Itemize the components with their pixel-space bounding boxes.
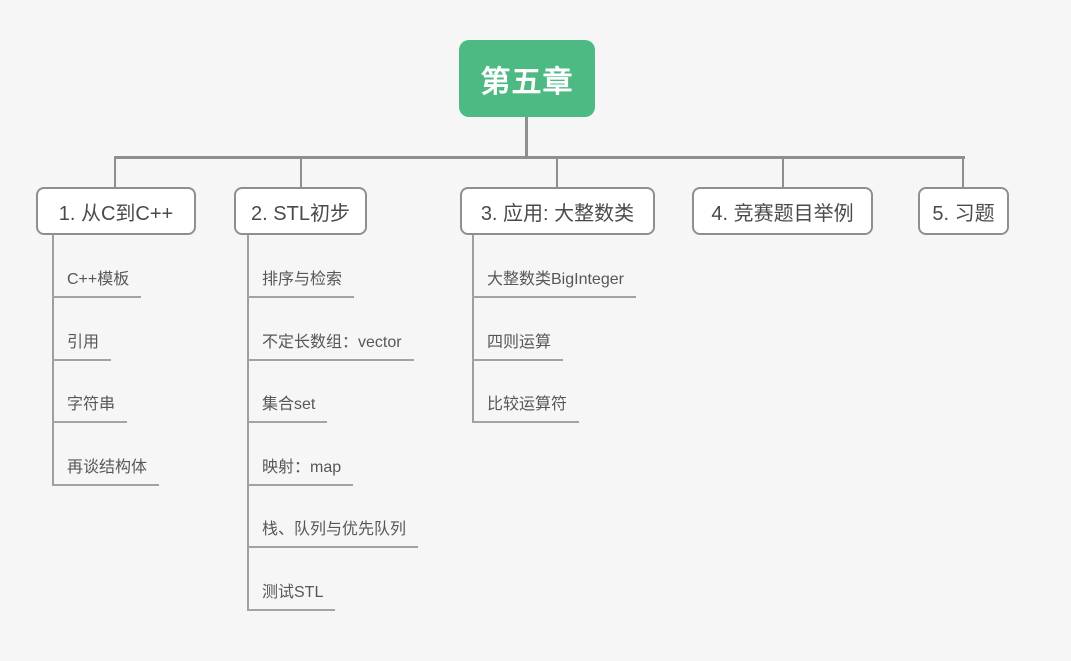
subtopic-strings[interactable]: 字符串 xyxy=(52,394,128,423)
branch-topic-label: 1. 从C到C++ xyxy=(58,202,174,225)
branch-topic-3[interactable]: 3. 应用: 大整数类 xyxy=(460,187,655,235)
subtopic-map[interactable]: 映射：map xyxy=(247,457,354,486)
subtopic-cpp-templates[interactable]: C++模板 xyxy=(52,269,142,298)
branch-topic-label: 3. 应用: 大整数类 xyxy=(480,202,635,225)
subtopic-biginteger[interactable]: 大整数类BigInteger xyxy=(472,269,636,298)
subtopic-sort-search[interactable]: 排序与检索 xyxy=(247,269,355,298)
subtopic-structs-again[interactable]: 再谈结构体 xyxy=(52,457,160,486)
branch-topic-1[interactable]: 1. 从C到C++ xyxy=(36,187,196,235)
subtopic-arithmetic[interactable]: 四则运算 xyxy=(472,332,564,361)
subtopic-test-stl[interactable]: 测试STL xyxy=(247,582,336,611)
connector-spine-branch-3 xyxy=(472,235,474,423)
root-topic-label: 第五章 xyxy=(480,65,574,99)
subtopic-set[interactable]: 集合set xyxy=(247,394,328,423)
branch-topic-label: 4. 竞赛题目举例 xyxy=(711,202,854,225)
branch-topic-label: 2. STL初步 xyxy=(251,202,350,225)
connector-root-riser xyxy=(525,117,528,157)
branch-topic-4[interactable]: 4. 竞赛题目举例 xyxy=(692,187,873,235)
subtopic-vector[interactable]: 不定长数组：vector xyxy=(247,332,414,361)
connector-drop-branch-5 xyxy=(962,157,964,188)
root-topic[interactable]: 第五章 xyxy=(459,40,595,117)
connector-drop-branch-2 xyxy=(300,157,302,188)
connector-spine-branch-2 xyxy=(247,235,249,611)
subtopic-comparison[interactable]: 比较运算符 xyxy=(472,394,580,423)
subtopic-stack-queue[interactable]: 栈、队列与优先队列 xyxy=(247,519,419,548)
connector-rail xyxy=(114,156,965,159)
branch-topic-5[interactable]: 5. 习题 xyxy=(918,187,1009,235)
subtopic-references[interactable]: 引用 xyxy=(52,332,112,361)
connector-drop-branch-4 xyxy=(782,157,784,188)
branch-topic-label: 5. 习题 xyxy=(932,202,995,225)
connector-drop-branch-3 xyxy=(556,157,558,188)
branch-topic-2[interactable]: 2. STL初步 xyxy=(234,187,367,235)
connector-drop-branch-1 xyxy=(114,157,116,188)
